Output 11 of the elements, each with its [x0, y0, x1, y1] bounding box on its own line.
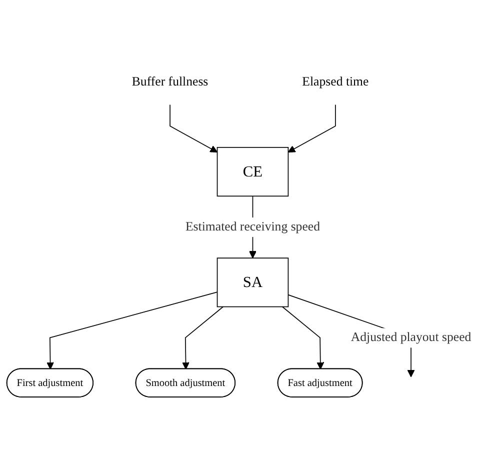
node-text: Buffer fullness: [132, 74, 208, 89]
arrow: [288, 104, 336, 152]
node-box: SA: [216, 257, 289, 307]
edge-label: Estimated receiving speed: [185, 220, 320, 234]
arrow: [170, 104, 218, 152]
edge-label: Adjusted playout speed: [350, 330, 472, 344]
arrow: [182, 306, 224, 370]
arrow: [46, 291, 218, 370]
arrow: [282, 306, 324, 370]
node-text: Elapsed time: [302, 74, 369, 89]
node-box: CE: [216, 146, 289, 196]
